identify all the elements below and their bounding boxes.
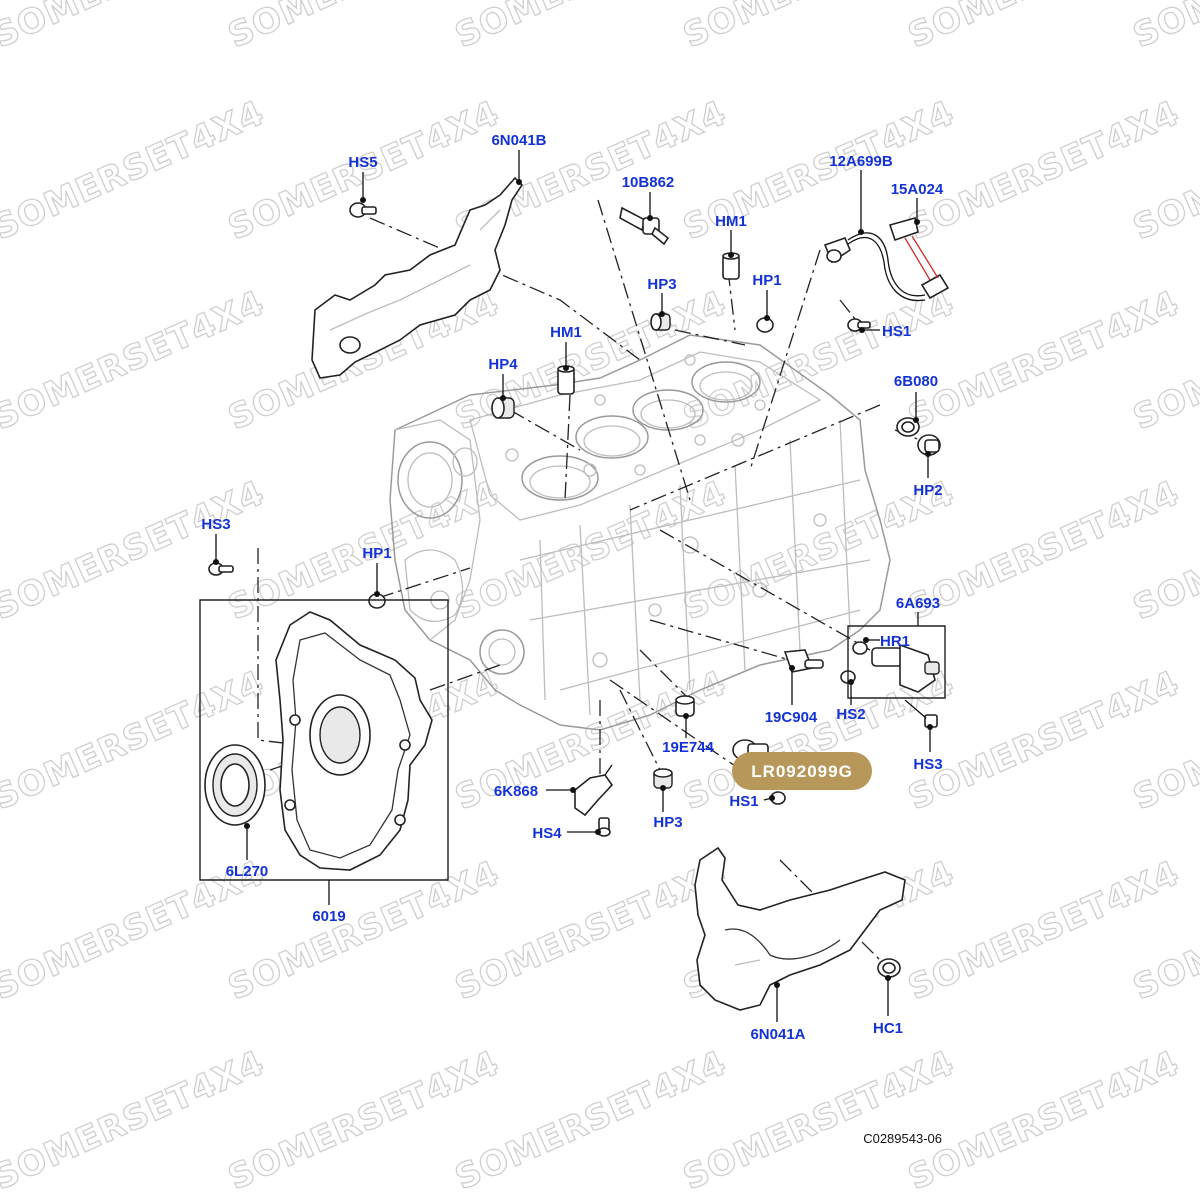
callout-hs3-right: HS3 — [913, 756, 942, 773]
engine-block — [389, 334, 891, 731]
callout-hp3-top: HP3 — [647, 276, 676, 293]
callout-hs2: HS2 — [836, 706, 865, 723]
watermark-text: SOMERSET4X4 — [1127, 0, 1200, 56]
cap-hc1 — [877, 958, 901, 978]
plug-hp3-top — [650, 313, 671, 331]
callout-hs3-left: HS3 — [201, 516, 230, 533]
oil-seal-6l270 — [204, 744, 266, 826]
callout-hp2: HP2 — [913, 482, 942, 499]
pipe-6k868 — [574, 764, 614, 817]
callout-6019: 6019 — [312, 908, 345, 925]
callout-10b862: 10B862 — [622, 174, 675, 191]
highlight-badge[interactable] — [732, 752, 872, 790]
callout-hs1-bottom: HS1 — [729, 793, 758, 810]
callout-19e744: 19E744 — [662, 739, 714, 756]
group-bracket-6a693 — [847, 625, 946, 699]
callout-6a693: 6A693 — [896, 595, 940, 612]
plug-hp2 — [917, 434, 941, 456]
sensor-harness-12a699b — [823, 232, 950, 302]
highlight-part-number[interactable]: LR092099G — [751, 762, 853, 781]
callout-hp1-left: HP1 — [362, 545, 391, 562]
callout-hp3-bottom: HP3 — [653, 814, 682, 831]
gasket-6b080 — [896, 417, 920, 437]
callout-labels: HS5 6N041B 10B862 HM1 12A699B 15A024 HP3… — [201, 132, 944, 1043]
callout-hc1: HC1 — [873, 1020, 903, 1037]
group-bracket-6019 — [199, 599, 449, 881]
callout-6n041a: 6N041A — [750, 1026, 805, 1043]
callout-hp1-top: HP1 — [752, 272, 781, 289]
pump-6a693 — [852, 641, 940, 693]
callout-6k868: 6K868 — [494, 783, 538, 800]
parts — [204, 176, 950, 1011]
bolt-hs5 — [349, 202, 377, 218]
sleeve-19e744 — [675, 695, 695, 717]
bolt-hs1-top — [847, 318, 871, 332]
leaders — [213, 150, 933, 1022]
callout-19c904: 19C904 — [765, 709, 818, 726]
highlight-tag[interactable]: LR092099G — [732, 752, 872, 790]
callout-hm1-mid: HM1 — [550, 324, 582, 341]
centerlines — [257, 199, 921, 966]
clip-15a024 — [888, 217, 939, 281]
callout-12a699b: 12A699B — [829, 153, 893, 170]
plug-hp4 — [491, 397, 515, 419]
sensor-10b862 — [619, 206, 670, 246]
callout-hp4: HP4 — [488, 356, 518, 373]
callout-hs5: HS5 — [348, 154, 377, 171]
callout-15a024: 15A024 — [891, 181, 944, 198]
callout-6b080: 6B080 — [894, 373, 938, 390]
callout-hs1-top: HS1 — [882, 323, 911, 340]
front-cover-6019 — [275, 611, 433, 871]
diagram-code: C0289543-06 — [863, 1131, 942, 1146]
callout-hs4: HS4 — [532, 825, 562, 842]
callout-6l270: 6L270 — [226, 863, 269, 880]
bolt-hs3-left — [208, 562, 234, 576]
callout-hr1: HR1 — [880, 633, 910, 650]
heat-shield-upper — [311, 176, 524, 379]
callout-6n041b: 6N041B — [491, 132, 546, 149]
heat-shield-lower — [694, 846, 906, 1011]
callout-hm1-top: HM1 — [715, 213, 747, 230]
